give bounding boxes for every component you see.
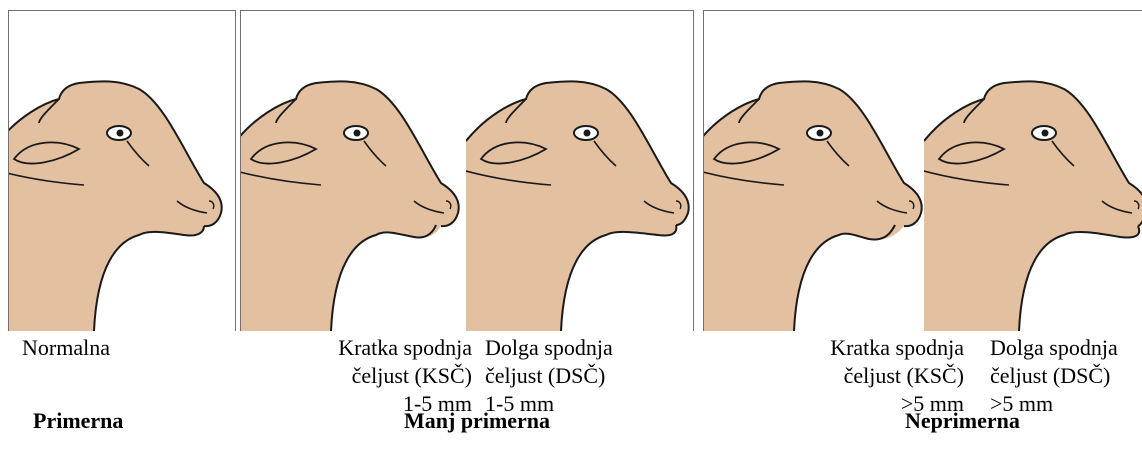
sheep-head-long-jaw-icon <box>466 11 694 331</box>
group-label-neprimerna: Neprimerna <box>905 408 1020 434</box>
caption-line: Kratka spodnja <box>790 334 964 362</box>
caption-line: Kratka spodnja <box>298 334 472 362</box>
sheep-head-long-jaw-icon <box>924 11 1142 331</box>
caption-dsc-gt5: Dolga spodnja čeljust (DSČ) >5 mm <box>990 334 1118 418</box>
group-label-manj-primerna: Manj primerna <box>404 408 550 434</box>
caption-line: Dolga spodnja <box>990 334 1118 362</box>
panel-manj-primerna <box>240 10 694 331</box>
caption-line: čeljust (DSČ) <box>485 362 613 390</box>
caption-ksc-1-5: Kratka spodnja čeljust (KSČ) 1-5 mm <box>298 334 472 418</box>
sheep-head-short-jaw-icon <box>240 11 496 331</box>
sheep-head-normal-icon <box>8 11 236 331</box>
caption-line: Dolga spodnja <box>485 334 613 362</box>
sheep-head-short-jaw-icon <box>703 11 959 331</box>
caption-line: čeljust (KSČ) <box>790 362 964 390</box>
panel-primerna <box>8 10 236 331</box>
caption-ksc-gt5: Kratka spodnja čeljust (KSČ) >5 mm <box>790 334 964 418</box>
caption-normalna: Normalna <box>22 334 110 362</box>
caption-line: Normalna <box>22 334 110 362</box>
panel-neprimerna <box>703 10 1142 331</box>
group-label-primerna: Primerna <box>33 408 123 434</box>
caption-line: čeljust (KSČ) <box>298 362 472 390</box>
caption-line: čeljust (DSČ) <box>990 362 1118 390</box>
caption-dsc-1-5: Dolga spodnja čeljust (DSČ) 1-5 mm <box>485 334 613 418</box>
